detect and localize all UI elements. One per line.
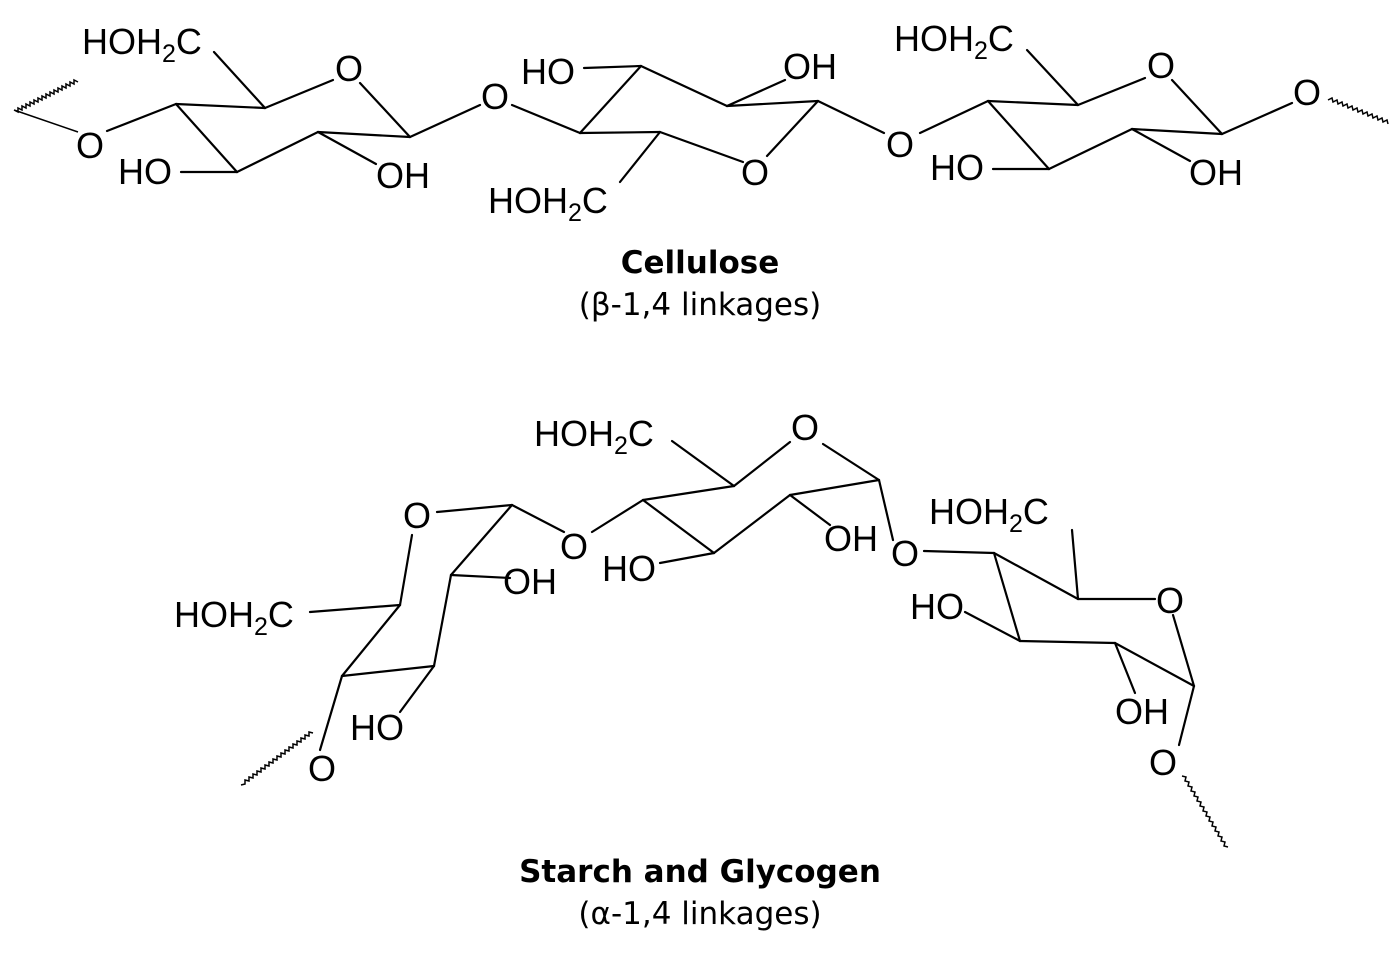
hydroxymethyl-label: HOH2C <box>929 491 1049 538</box>
cellulose-glucose-unit-2 <box>510 64 886 184</box>
starch-glycogen-subtitle: (α-1,4 linkages) <box>578 896 821 932</box>
cellulose-glucose-unit-3 <box>918 48 1294 171</box>
starch-glucose-unit-3 <box>922 528 1196 747</box>
ring-oxygen-label: O <box>1147 45 1175 86</box>
chain-continuation-left <box>13 78 79 133</box>
bridge-oxygen-label: O <box>308 748 336 789</box>
bridge-oxygen-label: O <box>1293 72 1321 113</box>
hydroxyl-label: HO <box>350 707 404 748</box>
hydroxyl-label: OH <box>824 518 878 559</box>
starch-glucose-unit-2 <box>590 439 895 565</box>
hydroxymethyl-label: HOH2C <box>174 594 294 641</box>
hydroxyl-label: OH <box>376 155 430 196</box>
ring-oxygen-label: O <box>1156 580 1184 621</box>
chain-continuation-right <box>1181 775 1229 848</box>
starch-glucose-unit-1 <box>308 503 566 752</box>
bridge-oxygen-label: O <box>76 125 104 166</box>
hydroxymethyl-label: HOH2C <box>82 21 202 68</box>
hydroxyl-label: OH <box>1115 691 1169 732</box>
cellulose-subtitle: (β-1,4 linkages) <box>579 287 822 323</box>
hydroxymethyl-label: HOH2C <box>488 180 608 227</box>
cellulose-structure: O HOH2C O HO OH O HO OH O HOH2C O HOH2C … <box>13 18 1389 323</box>
bridge-oxygen-label: O <box>481 76 509 117</box>
hydroxymethyl-label: HOH2C <box>894 18 1014 65</box>
hydroxyl-label: HO <box>602 548 656 589</box>
cellulose-title: Cellulose <box>621 245 780 281</box>
hydroxyl-label: HO <box>930 147 984 188</box>
ring-oxygen-label: O <box>741 152 769 193</box>
starch-glycogen-structure: O HOH2C O HO OH O HOH2C O HO OH O HOH2C … <box>174 407 1229 932</box>
starch-glycogen-title: Starch and Glycogen <box>519 854 881 890</box>
hydroxyl-label: OH <box>1189 152 1243 193</box>
hydroxyl-label: HO <box>910 586 964 627</box>
hydroxyl-label: HO <box>118 151 172 192</box>
chain-continuation-right <box>1327 96 1389 125</box>
hydroxyl-label: OH <box>783 46 837 87</box>
hydroxyl-label: HO <box>521 51 575 92</box>
bridge-oxygen-label: O <box>1149 742 1177 783</box>
bridge-oxygen-label: O <box>886 124 914 165</box>
chain-continuation-left <box>240 731 314 786</box>
bridge-oxygen-label: O <box>891 533 919 574</box>
hydroxymethyl-label: HOH2C <box>534 413 654 460</box>
cellulose-atom-labels: O HOH2C O HO OH O HO OH O HOH2C O HOH2C … <box>76 18 1321 227</box>
hydroxyl-label: OH <box>503 561 557 602</box>
ring-oxygen-label: O <box>403 495 431 536</box>
bridge-oxygen-label: O <box>560 526 588 567</box>
ring-oxygen-label: O <box>335 48 363 89</box>
cellulose-glucose-unit-1 <box>105 50 482 174</box>
starch-atom-labels: O HOH2C O HO OH O HOH2C O HO OH O HOH2C … <box>174 407 1184 789</box>
ring-oxygen-label: O <box>791 407 819 448</box>
